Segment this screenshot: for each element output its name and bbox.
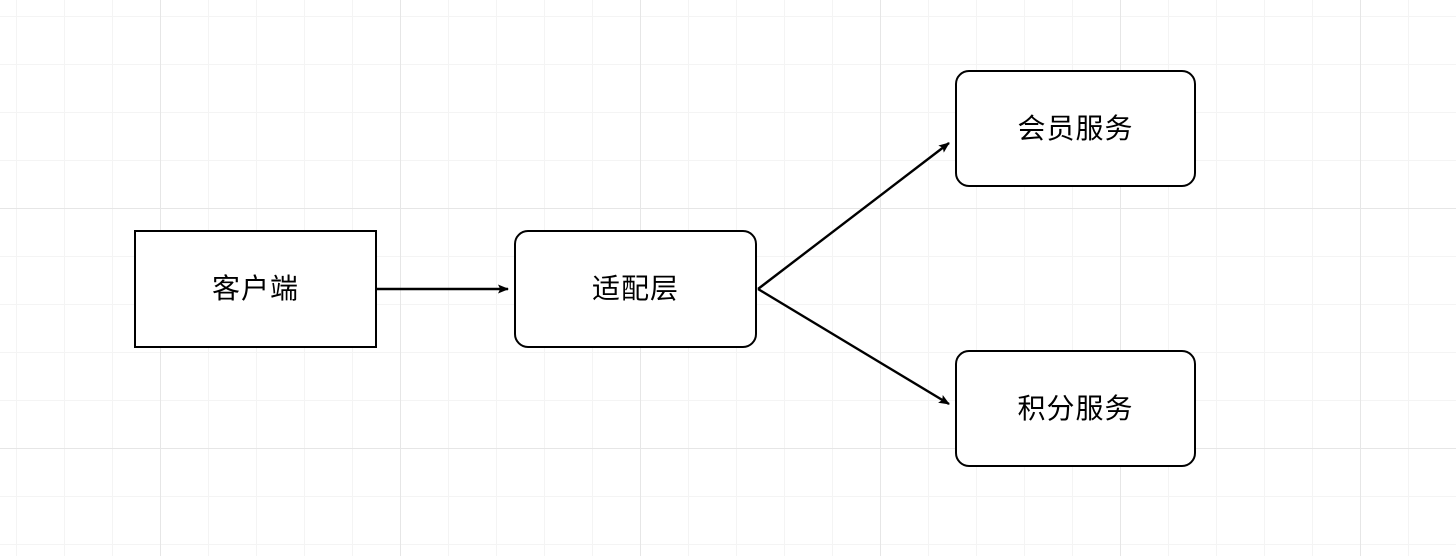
node-client-label: 客户端 <box>211 272 299 305</box>
edge-adapter-to-member <box>757 142 950 290</box>
node-points-service-label: 积分服务 <box>1017 391 1134 425</box>
node-points-service[interactable]: 积分服务 <box>955 350 1196 467</box>
node-adapter-label: 适配层 <box>591 272 679 305</box>
node-client[interactable]: 客户端 <box>134 230 377 348</box>
node-member-service[interactable]: 会员服务 <box>955 70 1196 187</box>
node-adapter[interactable]: 适配层 <box>514 230 757 348</box>
node-member-service-label: 会员服务 <box>1017 111 1134 145</box>
edge-adapter-to-points <box>757 287 950 406</box>
